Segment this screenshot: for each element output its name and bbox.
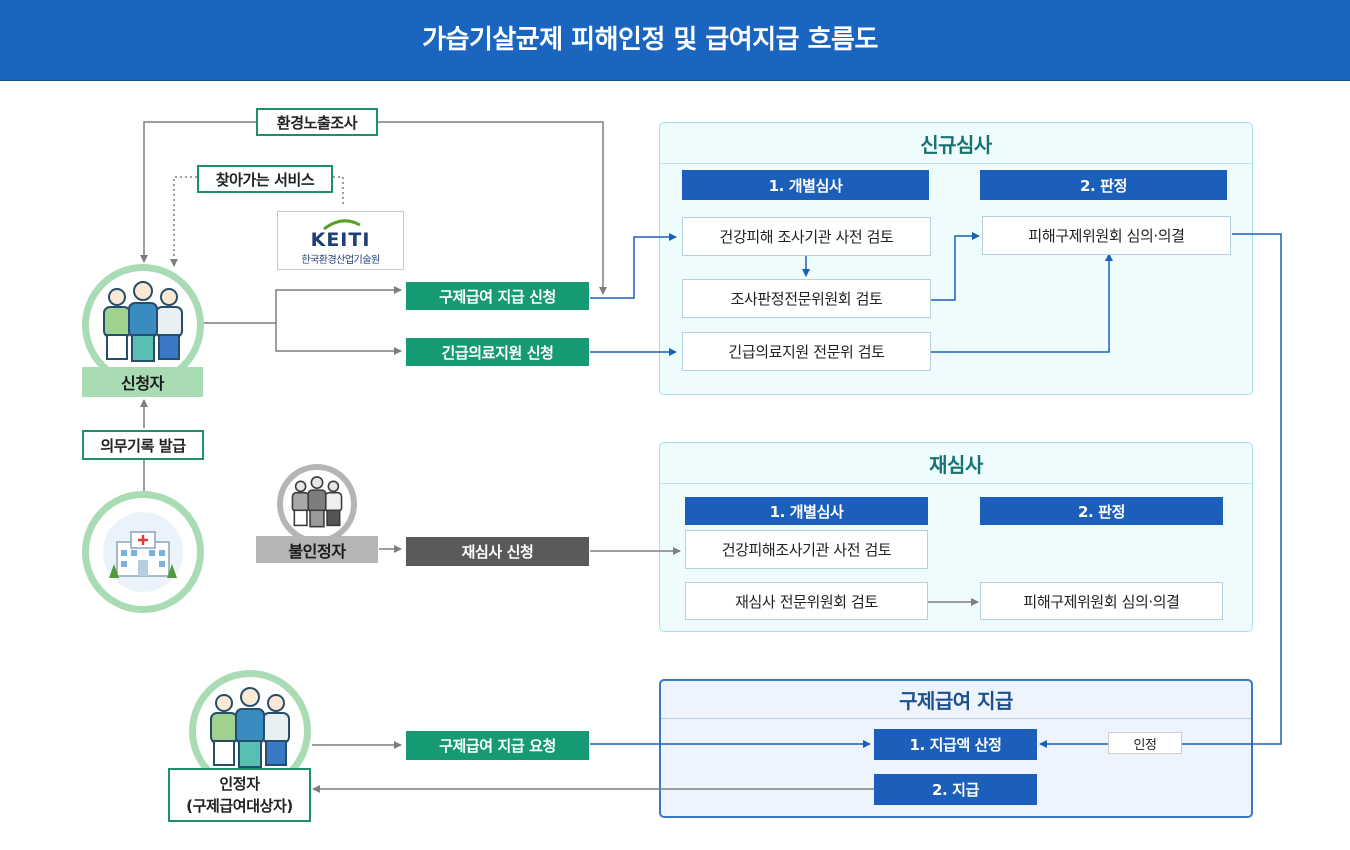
- re-relief-committee-box: 피해구제위원회 심의·의결: [980, 582, 1223, 620]
- re-pre-review-box: 건강피해조사기관 사전 검토: [685, 530, 928, 569]
- hospital-avatar: [82, 491, 204, 613]
- re-review-step1-header: 1. 개별심사: [685, 497, 928, 525]
- keiti-logo-box: KEITI 한국환경산업기술원: [277, 211, 404, 270]
- re-expert-review-box: 재심사 전문위원회 검토: [685, 582, 928, 620]
- new-relief-committee-box: 피해구제위원회 심의·의결: [982, 216, 1231, 255]
- committee-to-payment: [1039, 233, 1282, 748]
- applicant-split-line: [203, 286, 402, 324]
- emergency-review-to-committee: [931, 253, 1113, 353]
- keiti-name: 한국환경산업기술원: [301, 255, 380, 266]
- keiti-leaf-icon: [323, 219, 361, 231]
- env-exposure-label: 환경노출조사: [256, 108, 378, 136]
- re-review-title: 재심사: [660, 443, 1252, 484]
- reexam-apply-button[interactable]: 재심사 신청: [406, 537, 589, 566]
- page-header: 가습기살균제 피해인정 및 급여지급 흐름도: [0, 0, 1350, 81]
- recognized-tag: 인정: [1108, 732, 1182, 754]
- env-exposure-line: [140, 121, 256, 263]
- applicant-split-line-2: [275, 323, 402, 355]
- payment-request-button[interactable]: 구제급여 지급 요청: [406, 731, 589, 760]
- medical-record-label: 의무기록 발급: [82, 430, 204, 460]
- payment-title: 구제급여 지급: [661, 681, 1251, 719]
- recognized-label: 인정자 (구제급여대상자): [168, 768, 311, 822]
- visiting-service-label: 찾아가는 서비스: [197, 165, 333, 193]
- new-judge-committee-box: 조사판정전문위원회 검토: [682, 279, 931, 318]
- people-group-icon: [103, 281, 183, 362]
- people-group-gray-icon: [291, 476, 343, 528]
- applicant-avatar: [82, 264, 204, 386]
- people-group-icon-2: [210, 687, 290, 768]
- apply-to-pre-review: [590, 233, 677, 299]
- emergency-apply-button[interactable]: 긴급의료지원 신청: [406, 338, 589, 366]
- page-title: 가습기살균제 피해인정 및 급여지급 흐름도: [422, 25, 878, 55]
- new-review-step2-header: 2. 판정: [980, 170, 1227, 200]
- relief-apply-button[interactable]: 구제급여 지급 신청: [406, 282, 589, 310]
- new-review-panel: 신규심사: [659, 122, 1253, 395]
- recognized-label-line2: (구제급여대상자): [186, 797, 293, 815]
- env-exposure-line-right: [378, 121, 607, 295]
- recognized-label-line1: 인정자: [219, 775, 260, 793]
- new-review-step1-header: 1. 개별심사: [682, 170, 929, 200]
- not-recognized-avatar: [277, 464, 357, 544]
- re-review-step2-header: 2. 판정: [980, 497, 1223, 525]
- new-emergency-review-box: 긴급의료지원 전문위 검토: [682, 332, 931, 371]
- hospital-icon: [103, 512, 183, 592]
- not-recognized-label: 불인정자: [256, 536, 378, 563]
- new-review-title: 신규심사: [660, 123, 1252, 164]
- new-pre-review-box: 건강피해 조사기관 사전 검토: [682, 217, 931, 256]
- visiting-service-line: [170, 176, 197, 267]
- payment-step2-box: 2. 지급: [874, 774, 1037, 805]
- payment-step1-box: 1. 지급액 산정: [874, 729, 1037, 760]
- visiting-service-line-right: [333, 176, 344, 207]
- keiti-logo: KEITI: [310, 229, 371, 251]
- judge-to-committee: [931, 232, 980, 301]
- applicant-label: 신청자: [82, 367, 203, 397]
